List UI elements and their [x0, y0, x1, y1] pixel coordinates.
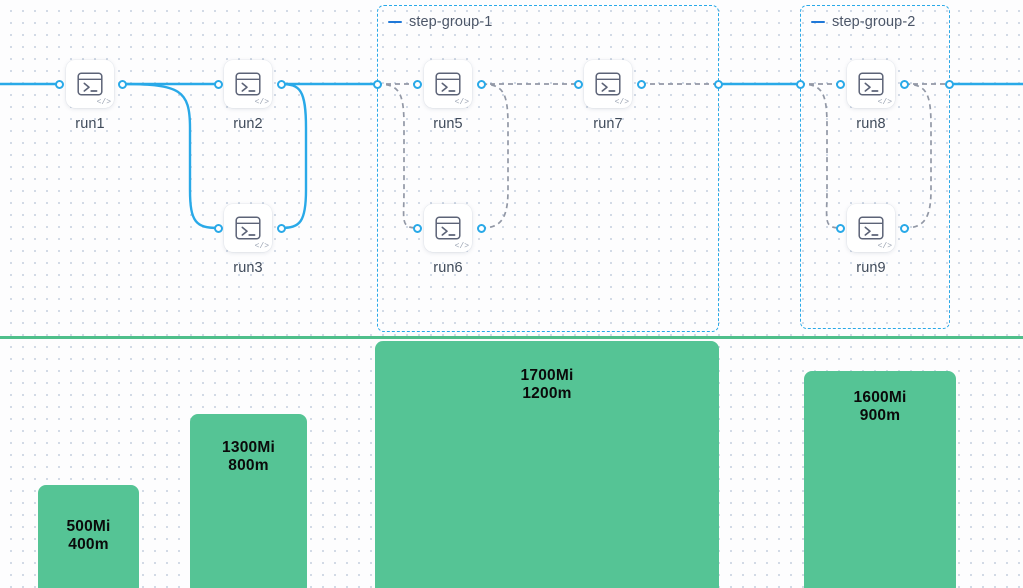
minus-dash-icon[interactable] [388, 20, 402, 24]
port-run1-out[interactable] [117, 79, 127, 89]
node-run3-box[interactable] [224, 204, 272, 252]
resource-bar-3-memory: 1700Mi [520, 367, 574, 384]
code-badge-icon: </> [254, 98, 269, 107]
node-run8-box[interactable] [847, 60, 895, 108]
code-badge-icon: </> [96, 98, 111, 107]
node-run7-label: run7 [593, 116, 623, 132]
port-run9-out[interactable] [899, 223, 909, 233]
resource-bar-4-cpu: 900m [859, 407, 901, 424]
step-group-2-label: step-group-2 [832, 14, 916, 30]
terminal-icon [435, 216, 461, 240]
node-run5-box[interactable] [424, 60, 472, 108]
node-run2-label: run2 [233, 116, 263, 132]
terminal-icon [77, 72, 103, 96]
edge-run3-join [279, 82, 308, 230]
step-group-1-label: step-group-1 [409, 14, 493, 30]
port-run5-in[interactable] [412, 79, 422, 89]
resource-bar-1-label: 500Mi 400m [38, 518, 139, 554]
port-run8-in[interactable] [835, 79, 845, 89]
node-run7[interactable]: </> run7 [584, 60, 632, 132]
code-badge-icon: </> [614, 98, 629, 107]
port-group1-out[interactable] [713, 79, 723, 89]
resource-bar-3-label: 1700Mi 1200m [375, 367, 719, 403]
port-run5-out[interactable] [476, 79, 486, 89]
step-group-2[interactable]: step-group-2 [800, 5, 950, 329]
node-run9[interactable]: </> run9 [847, 204, 895, 276]
resource-bar-2[interactable]: 1300Mi 800m [190, 414, 307, 588]
port-run7-out[interactable] [636, 79, 646, 89]
port-group1-in[interactable] [372, 79, 382, 89]
node-run9-label: run9 [856, 260, 886, 276]
node-run8[interactable]: </> run8 [847, 60, 895, 132]
node-run5[interactable]: </> run5 [424, 60, 472, 132]
resource-bar-3[interactable]: 1700Mi 1200m [375, 341, 719, 588]
code-badge-icon: </> [254, 242, 269, 251]
node-run3[interactable]: </> run3 [224, 204, 272, 276]
node-run6-box[interactable] [424, 204, 472, 252]
terminal-icon [235, 216, 261, 240]
step-group-1-header[interactable]: step-group-1 [388, 14, 492, 30]
port-run6-in[interactable] [412, 223, 422, 233]
port-run2-out[interactable] [276, 79, 286, 89]
resource-bar-2-cpu: 800m [228, 457, 269, 474]
step-group-1[interactable]: step-group-1 [377, 5, 719, 332]
step-group-2-header[interactable]: step-group-2 [811, 14, 915, 30]
code-badge-icon: </> [877, 98, 892, 107]
code-badge-icon: </> [877, 242, 892, 251]
resource-bar-4[interactable]: 1600Mi 900m [804, 371, 956, 588]
port-run3-in[interactable] [213, 223, 223, 233]
node-run1[interactable]: </> run1 [66, 60, 114, 132]
terminal-icon [235, 72, 261, 96]
node-run9-box[interactable] [847, 204, 895, 252]
node-run3-label: run3 [233, 260, 263, 276]
node-run1-label: run1 [75, 116, 105, 132]
port-run8-out[interactable] [899, 79, 909, 89]
node-run6[interactable]: </> run6 [424, 204, 472, 276]
port-group2-in[interactable] [795, 79, 805, 89]
code-badge-icon: </> [454, 242, 469, 251]
terminal-icon [595, 72, 621, 96]
minus-dash-icon[interactable] [811, 20, 825, 24]
resource-bar-4-label: 1600Mi 900m [804, 389, 956, 425]
node-run5-label: run5 [433, 116, 463, 132]
port-run2-in[interactable] [213, 79, 223, 89]
node-run2-box[interactable] [224, 60, 272, 108]
resource-bar-1-memory: 500Mi [66, 518, 111, 535]
resource-bar-1-cpu: 400m [68, 536, 109, 553]
port-group2-out[interactable] [944, 79, 954, 89]
node-run6-label: run6 [433, 260, 463, 276]
resource-bar-2-label: 1300Mi 800m [190, 439, 307, 475]
port-run6-out[interactable] [476, 223, 486, 233]
node-run1-box[interactable] [66, 60, 114, 108]
port-run7-in[interactable] [573, 79, 583, 89]
resource-bar-4-memory: 1600Mi [853, 389, 907, 406]
section-divider [0, 336, 1023, 339]
code-badge-icon: </> [454, 98, 469, 107]
node-run7-box[interactable] [584, 60, 632, 108]
resource-bar-3-cpu: 1200m [522, 385, 572, 402]
terminal-icon [858, 216, 884, 240]
port-run3-out[interactable] [276, 223, 286, 233]
node-run2[interactable]: </> run2 [224, 60, 272, 132]
edge-run1-run3 [120, 82, 220, 230]
terminal-icon [858, 72, 884, 96]
port-run1-in[interactable] [54, 79, 64, 89]
terminal-icon [435, 72, 461, 96]
port-run9-in[interactable] [835, 223, 845, 233]
resource-bar-1[interactable]: 500Mi 400m [38, 485, 139, 588]
resource-bar-2-memory: 1300Mi [222, 439, 275, 456]
node-run8-label: run8 [856, 116, 886, 132]
